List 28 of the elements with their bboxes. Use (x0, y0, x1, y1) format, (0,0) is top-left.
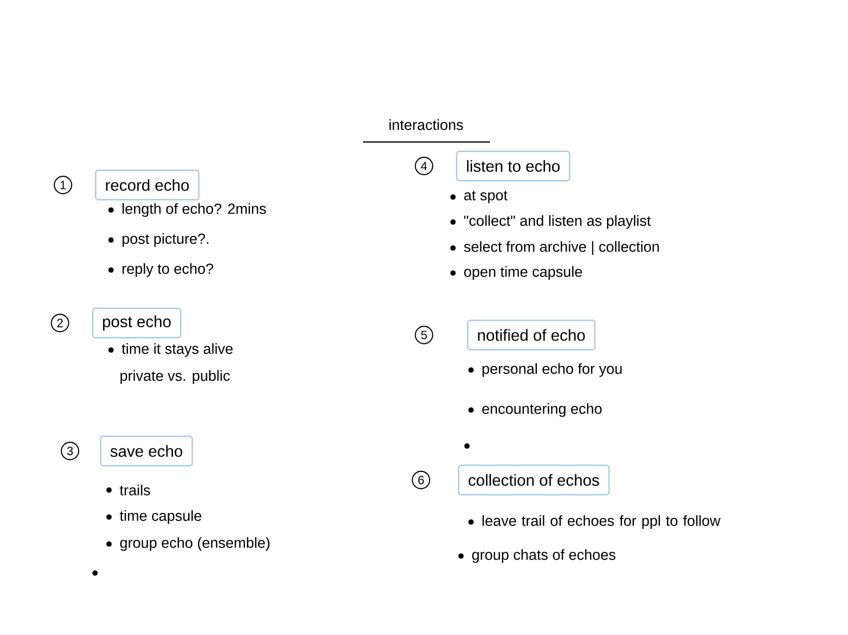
bullet-item: leave trail of echoes for ppl to follow (482, 515, 720, 529)
bullet-item: group chats of echoes (472, 549, 616, 563)
step-number: 2 (50, 314, 70, 332)
step-number: 6 (412, 470, 430, 490)
bullet-item: trails (120, 484, 150, 496)
heading-box: listen to echo (456, 150, 570, 182)
step-number: 1 (54, 176, 72, 194)
bullet-item: "collect" and listen as playlist (464, 215, 651, 229)
heading-box: post echo (92, 308, 182, 338)
bullet-item: length of echo? 2mins (122, 203, 266, 217)
bullet-item: post picture?. (122, 233, 208, 247)
step-number: 3 (60, 442, 80, 460)
step-number: 5 (414, 326, 434, 344)
bullet-item: time capsule (120, 510, 202, 524)
bullet-item: encountering echo (482, 403, 602, 417)
title: interactions (390, 119, 463, 130)
bullet-item: select from archive | collection (464, 241, 659, 255)
bullet-item: private vs. public (120, 370, 230, 384)
heading-box: notified of echo (467, 320, 596, 350)
heading-box: collection of echos (458, 464, 610, 496)
bullet-item: open time capsule (464, 266, 582, 280)
bullet-item: group echo (ensemble) (120, 537, 270, 551)
step-number: 4 (414, 156, 434, 176)
bullet-item: personal echo for you (482, 363, 622, 377)
heading-box: record echo (95, 170, 200, 200)
heading-box: save echo (100, 436, 193, 466)
bullet-item: time it stays alive (122, 343, 233, 357)
bullet-item: reply to echo? (122, 263, 214, 277)
